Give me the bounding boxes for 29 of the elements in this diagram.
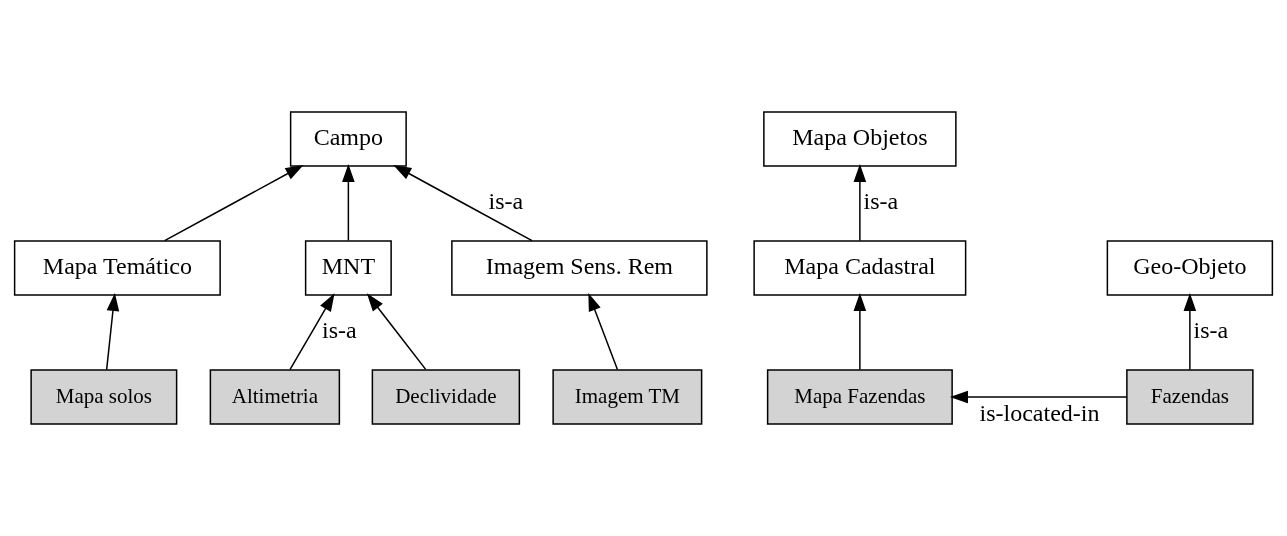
node-box: Geo-Objeto [1106,240,1274,296]
edge-label: is-a [863,188,899,215]
arrow [342,163,355,242]
node-box: Mapa Objetos [763,111,957,167]
node-box: Imagem Sens. Rem [451,240,708,296]
arrow [105,292,120,371]
node-box: Mapa solos [30,369,178,425]
arrow [853,292,867,371]
arrow [366,293,427,371]
node-box: MNT [304,240,392,296]
arrow [588,293,619,371]
node-box: Campo [289,111,407,167]
arrow [949,390,1128,404]
arrow [393,164,533,242]
edge-label: is-located-in [979,399,1100,426]
node-box: Mapa Temático [13,240,221,296]
edge-label: is-a [322,317,357,344]
edge-label: is-a [488,188,524,215]
node-box: Altimetria [209,369,341,425]
node-box: Mapa Cadastral [753,240,967,296]
arrow [289,293,335,371]
arrow [163,164,304,242]
node-box: Imagem TM [552,369,703,425]
arrow [1183,292,1197,371]
node-box: Fazendas [1126,369,1254,425]
edge-label: is-a [1193,317,1229,344]
arrow [853,163,867,242]
node-box: Declividade [371,369,521,425]
node-box: Mapa Fazendas [766,369,953,425]
